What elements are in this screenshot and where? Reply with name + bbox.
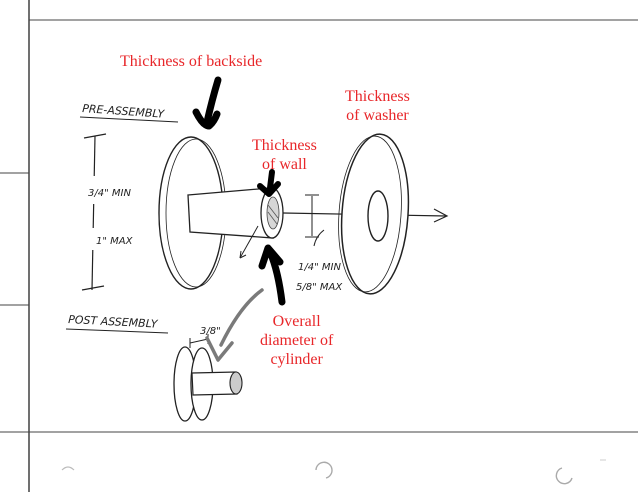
gray-arrowhead xyxy=(205,336,234,362)
cylinder-end-hatch xyxy=(266,196,280,230)
backside-marker-arrow xyxy=(203,76,222,126)
annotation-washer-line: of washer xyxy=(346,107,409,124)
diameter-leader xyxy=(313,229,325,247)
washer-hole xyxy=(367,190,389,242)
annotation-washer-line: Thickness xyxy=(345,88,410,105)
pre-assembly-label: PRE-ASSEMBLY xyxy=(82,102,166,121)
cylinder-hatch-line xyxy=(267,211,278,225)
faint-mark xyxy=(61,466,75,471)
annotation-diameter-line: Overall xyxy=(272,313,321,330)
height-max-label: 1" MAX xyxy=(96,236,134,247)
cylinder-max-label: 5/8" MAX xyxy=(296,282,343,293)
cylinder-dim-arrow xyxy=(239,225,259,259)
annotation-diameter-line: diameter of xyxy=(260,332,334,349)
height-dimension-line xyxy=(91,135,96,291)
pre-assembly-underline xyxy=(79,116,179,123)
cylinder-min-label: 1/4" MIN xyxy=(298,262,341,273)
height-dim-bottom-tick xyxy=(81,285,105,291)
annotation-backside-text: Thickness of backside xyxy=(120,53,263,70)
height-dim-top-tick xyxy=(83,133,107,139)
cylinder-body xyxy=(187,187,274,239)
annotation-wall-line: Thickness xyxy=(252,137,317,154)
diameter-marker-arrowhead xyxy=(258,244,284,270)
post-assembly-label: POST ASSEMBLY xyxy=(68,313,159,331)
annotation-diameter-line: cylinder xyxy=(270,351,323,368)
post-assembly-underline xyxy=(65,328,169,334)
annotation-backside: Thickness of backside xyxy=(120,52,262,71)
wall-marker-arrowhead xyxy=(257,181,281,197)
cylinder-hatch-line xyxy=(267,204,279,219)
post-dim-label: 3/8" xyxy=(200,326,221,337)
faint-mark xyxy=(315,461,333,479)
backside-marker-arrowhead xyxy=(192,108,221,130)
height-min-label: 3/4" MIN xyxy=(88,188,131,199)
gray-arrow xyxy=(219,288,264,347)
annotation-wall: Thickness of wall xyxy=(252,136,317,174)
washer-rim xyxy=(338,135,402,293)
post-cylinder-end xyxy=(229,371,243,395)
wall-marker-arrow xyxy=(267,169,275,191)
height-label-bg xyxy=(86,176,136,204)
cylinder-dim-arrowhead xyxy=(239,250,247,259)
annotation-washer: Thickness of washer xyxy=(345,87,410,125)
annotation-wall-line: of wall xyxy=(262,156,307,173)
height-max-bg xyxy=(86,228,132,250)
faint-mark xyxy=(555,467,573,485)
post-dim-line xyxy=(189,338,209,344)
annotation-diameter: Overall diameter of cylinder xyxy=(260,312,333,369)
axis-arrowhead xyxy=(433,208,449,223)
